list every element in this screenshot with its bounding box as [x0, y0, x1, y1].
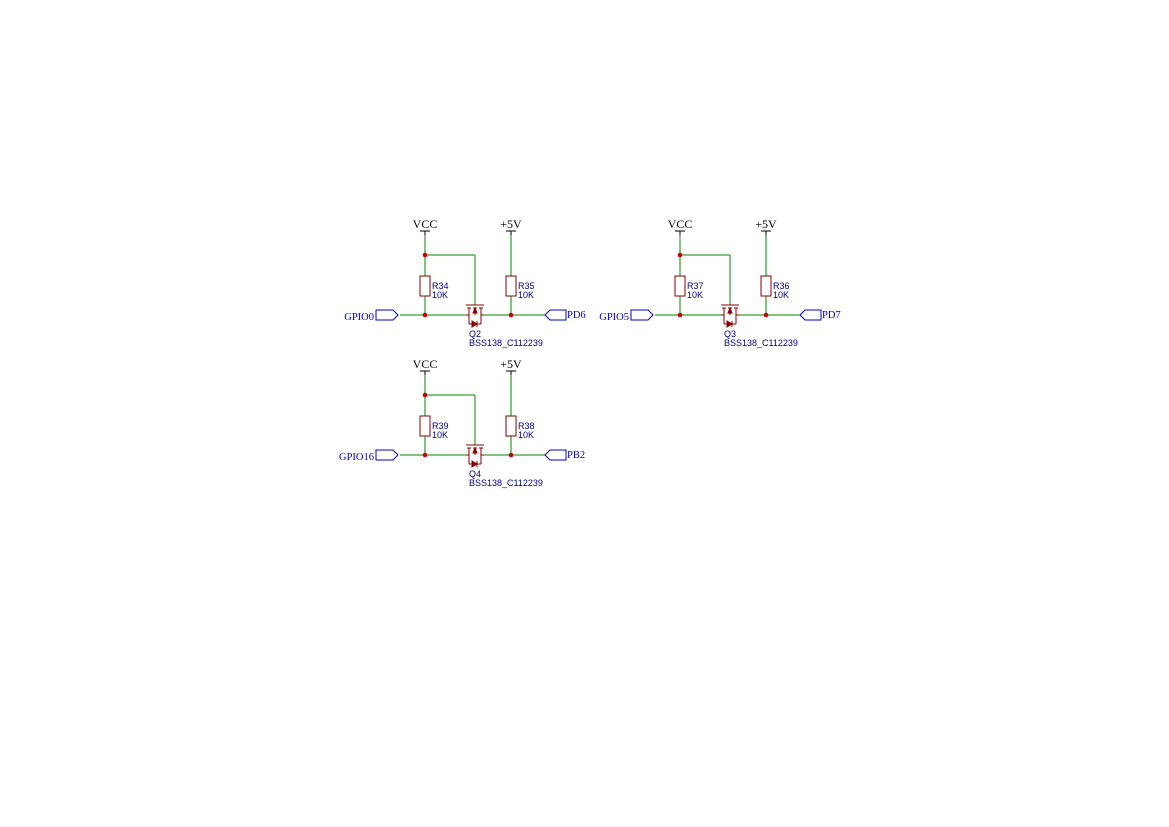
junction-dot	[677, 252, 683, 258]
resistor-body	[674, 275, 686, 297]
net-label-output: PD7	[822, 310, 841, 321]
junction-dot	[422, 312, 428, 318]
resistor-designator: R36	[773, 281, 790, 291]
resistor-body	[419, 275, 431, 297]
power-symbol-vcc: VCC	[413, 217, 438, 235]
net-port-pd7: PD7	[799, 309, 841, 321]
junction-dot	[422, 252, 428, 258]
resistor-value: 10K	[518, 290, 534, 300]
port-shape	[799, 309, 822, 321]
power-symbol-plus5v: +5V	[500, 357, 522, 375]
port-shape	[375, 309, 399, 321]
port-shape	[375, 449, 399, 461]
port-shape	[630, 309, 654, 321]
power-symbol-vcc: VCC	[413, 357, 438, 375]
diode-triangle	[471, 460, 478, 468]
mosfet-part-number: BSS138_C112239	[469, 338, 543, 348]
junction-dot	[763, 312, 769, 318]
power-label-vcc: VCC	[413, 357, 438, 371]
body-arrow	[727, 306, 733, 314]
resistor-body	[505, 415, 517, 437]
port-shape	[544, 309, 567, 321]
mosfet-designator: Q2	[469, 329, 481, 339]
net-label-input: GPIO0	[344, 312, 374, 323]
power-label-vcc: VCC	[668, 217, 693, 231]
power-label-plus5v: +5V	[755, 217, 777, 231]
resistor-body	[505, 275, 517, 297]
body-arrow	[472, 446, 478, 454]
resistor-designator: R38	[518, 421, 535, 431]
net-label-output: PB2	[567, 450, 585, 461]
junction-dot	[677, 312, 683, 318]
net-port-pd6: PD6	[544, 309, 586, 321]
power-label-vcc: VCC	[413, 217, 438, 231]
resistor-body	[419, 415, 431, 437]
resistor-value: 10K	[518, 430, 534, 440]
wires	[400, 233, 545, 316]
resistor-designator: R39	[432, 421, 449, 431]
mosfet-designator: Q3	[724, 329, 736, 339]
port-shape	[544, 449, 567, 461]
power-symbol-plus5v: +5V	[500, 217, 522, 235]
junction-dot	[422, 392, 428, 398]
diode-triangle	[471, 320, 478, 328]
net-port-gpio16: GPIO16	[339, 449, 399, 463]
junction-dot	[508, 452, 514, 458]
resistor-designator: R34	[432, 281, 449, 291]
power-label-plus5v: +5V	[500, 357, 522, 371]
net-label-input: GPIO16	[339, 452, 374, 463]
resistor-value: 10K	[773, 290, 789, 300]
junction-dot	[508, 312, 514, 318]
net-port-pb2: PB2	[544, 449, 585, 461]
resistor-designator: R37	[687, 281, 704, 291]
mosfet-part-number: BSS138_C112239	[469, 478, 543, 488]
mosfet-designator: Q4	[469, 469, 481, 479]
net-port-gpio0: GPIO0	[344, 309, 399, 323]
level-shifter-q4: VCC+5VR3910KR3810KQ4BSS138_C112239GPIO16…	[339, 357, 585, 488]
power-label-plus5v: +5V	[500, 217, 522, 231]
power-symbol-vcc: VCC	[668, 217, 693, 235]
body-arrow	[472, 306, 478, 314]
resistor-value: 10K	[432, 290, 448, 300]
resistor-value: 10K	[687, 290, 703, 300]
power-symbol-plus5v: +5V	[755, 217, 777, 235]
net-port-gpio5: GPIO5	[599, 309, 654, 323]
net-label-output: PD6	[567, 310, 586, 321]
wires	[655, 233, 800, 316]
resistor-designator: R35	[518, 281, 535, 291]
junction-dot	[422, 452, 428, 458]
net-label-input: GPIO5	[599, 312, 629, 323]
mosfet-part-number: BSS138_C112239	[724, 338, 798, 348]
wires	[400, 373, 545, 456]
resistor-body	[760, 275, 772, 297]
resistor-value: 10K	[432, 430, 448, 440]
diode-triangle	[726, 320, 733, 328]
